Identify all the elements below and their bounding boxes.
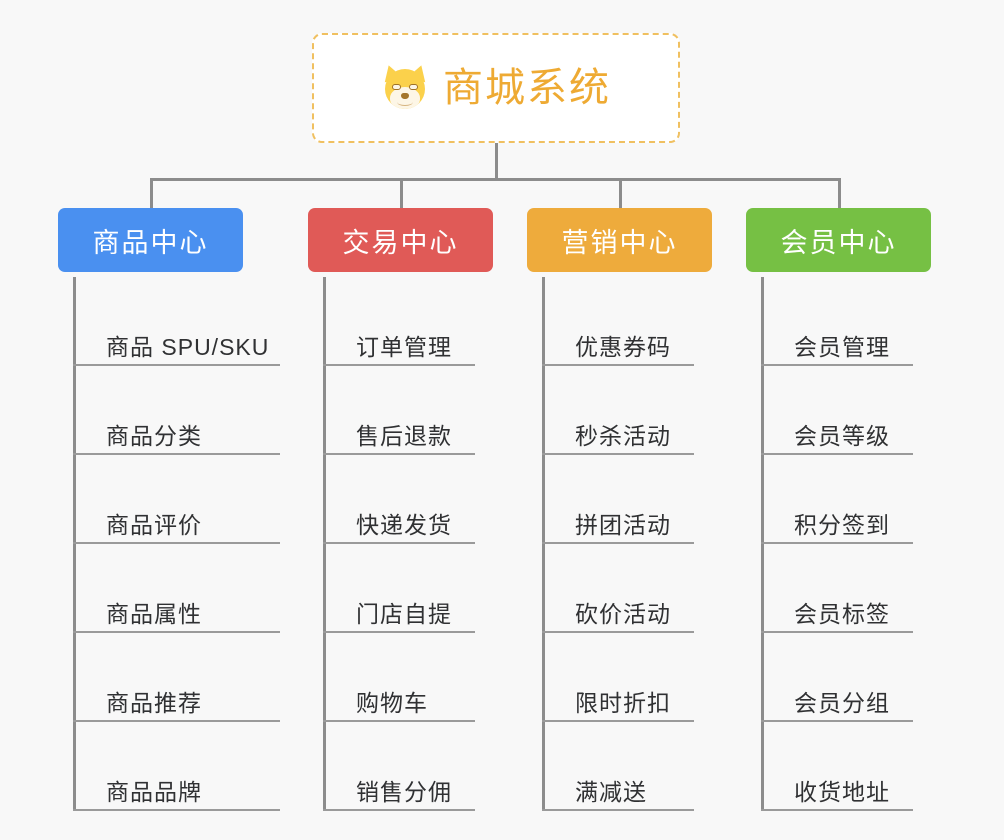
sub-item-underline: [761, 364, 913, 366]
sub-item-label: 满减送: [575, 778, 647, 805]
sub-item-underline: [542, 631, 694, 633]
sub-item-label: 砍价活动: [575, 600, 671, 627]
category-header-trade-center[interactable]: 交易中心: [308, 208, 493, 272]
sub-item[interactable]: 优惠券码: [542, 277, 734, 366]
connector-drop-member-center: [837, 178, 841, 208]
sub-item-underline: [761, 720, 913, 722]
connector-drop-marketing-center: [618, 178, 622, 208]
sub-item[interactable]: 满减送: [542, 722, 734, 811]
sub-item[interactable]: 会员管理: [761, 277, 953, 366]
sub-item-label: 商品 SPU/SKU: [106, 333, 270, 360]
connector-drop-product-center: [149, 178, 153, 208]
sub-item-label: 快递发货: [356, 511, 452, 538]
page-title: 商城系统: [443, 66, 611, 110]
category-header-product-center[interactable]: 商品中心: [58, 208, 243, 272]
sub-item-underline: [323, 542, 475, 544]
sub-item-underline: [323, 453, 475, 455]
sub-item[interactable]: 会员等级: [761, 366, 953, 455]
sub-item-underline: [323, 364, 475, 366]
sub-item[interactable]: 收货地址: [761, 722, 953, 811]
sub-item-underline: [73, 364, 280, 366]
sub-item-column-product-center: 商品 SPU/SKU 商品分类商品评价商品属性商品推荐商品品牌: [73, 277, 320, 811]
sub-item[interactable]: 售后退款: [323, 366, 515, 455]
sub-item-underline: [761, 809, 913, 811]
sub-item-label: 会员等级: [794, 422, 890, 449]
sub-item[interactable]: 砍价活动: [542, 544, 734, 633]
sub-item-label: 拼团活动: [575, 511, 671, 538]
sub-item[interactable]: 销售分佣: [323, 722, 515, 811]
sub-item-label: 会员管理: [794, 333, 890, 360]
sub-item-underline: [542, 453, 694, 455]
connector-horizontal-bus: [149, 178, 841, 181]
sub-item[interactable]: 商品属性: [73, 544, 320, 633]
sub-item-label: 会员分组: [794, 689, 890, 716]
sub-item[interactable]: 快递发货: [323, 455, 515, 544]
sub-item-underline: [542, 720, 694, 722]
sub-item-underline: [761, 453, 913, 455]
sub-item-label: 商品属性: [106, 600, 202, 627]
sub-item-underline: [73, 542, 280, 544]
sub-item-label: 会员标签: [794, 600, 890, 627]
connector-spine-trade-center: [323, 277, 326, 811]
root-node-card[interactable]: 商城系统: [312, 33, 680, 143]
category-header-member-center[interactable]: 会员中心: [746, 208, 931, 272]
sub-item-label: 购物车: [356, 689, 428, 716]
sub-item-underline: [323, 809, 475, 811]
sub-item-label: 优惠券码: [575, 333, 671, 360]
sub-item-column-marketing-center: 优惠券码秒杀活动拼团活动砍价活动限时折扣满减送: [542, 277, 734, 811]
sub-item[interactable]: 秒杀活动: [542, 366, 734, 455]
sub-item-underline: [323, 720, 475, 722]
connector-spine-marketing-center: [542, 277, 545, 811]
sub-item-underline: [73, 453, 280, 455]
sub-item[interactable]: 拼团活动: [542, 455, 734, 544]
sub-item-underline: [542, 809, 694, 811]
connector-root-stem: [495, 143, 498, 181]
sub-item[interactable]: 商品 SPU/SKU: [73, 277, 320, 366]
sub-item[interactable]: 商品评价: [73, 455, 320, 544]
sub-item[interactable]: 商品品牌: [73, 722, 320, 811]
shiba-dog-face-icon: [380, 62, 430, 112]
sub-item-label: 商品分类: [106, 422, 202, 449]
sub-item[interactable]: 商品分类: [73, 366, 320, 455]
sub-item-underline: [323, 631, 475, 633]
sub-item[interactable]: 限时折扣: [542, 633, 734, 722]
sub-item[interactable]: 订单管理: [323, 277, 515, 366]
sub-item-underline: [542, 364, 694, 366]
connector-drop-trade-center: [399, 178, 403, 208]
sub-item-column-trade-center: 订单管理售后退款快递发货门店自提购物车销售分佣: [323, 277, 515, 811]
sub-item-label: 收货地址: [794, 778, 890, 805]
sub-item-label: 售后退款: [356, 422, 452, 449]
sub-item-label: 商品推荐: [106, 689, 202, 716]
sub-item-label: 秒杀活动: [575, 422, 671, 449]
sub-item[interactable]: 商品推荐: [73, 633, 320, 722]
sub-item-column-member-center: 会员管理会员等级积分签到会员标签会员分组收货地址: [761, 277, 953, 811]
sub-item[interactable]: 积分签到: [761, 455, 953, 544]
sub-item[interactable]: 会员标签: [761, 544, 953, 633]
sub-item-label: 商品评价: [106, 511, 202, 538]
sub-item-label: 门店自提: [356, 600, 452, 627]
connector-spine-product-center: [73, 277, 76, 811]
sub-item[interactable]: 门店自提: [323, 544, 515, 633]
sub-item-label: 订单管理: [356, 333, 452, 360]
category-header-marketing-center[interactable]: 营销中心: [527, 208, 712, 272]
sub-item-label: 商品品牌: [106, 778, 202, 805]
sub-item[interactable]: 购物车: [323, 633, 515, 722]
sub-item-label: 限时折扣: [575, 689, 671, 716]
sub-item-underline: [73, 720, 280, 722]
sub-item-underline: [761, 542, 913, 544]
sub-item[interactable]: 会员分组: [761, 633, 953, 722]
sub-item-underline: [542, 542, 694, 544]
sub-item-label: 积分签到: [794, 511, 890, 538]
sub-item-underline: [73, 809, 280, 811]
sub-item-underline: [761, 631, 913, 633]
connector-spine-member-center: [761, 277, 764, 811]
sub-item-underline: [73, 631, 280, 633]
sub-item-label: 销售分佣: [356, 778, 452, 805]
